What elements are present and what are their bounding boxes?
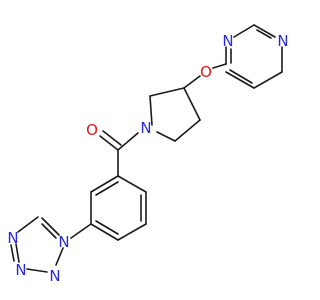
pyrimidine-nitrogen-label: N <box>277 32 288 50</box>
bond <box>41 217 60 236</box>
bond <box>90 223 119 241</box>
bond <box>233 24 255 38</box>
bond <box>256 29 272 39</box>
atom-labels: O N O N N N N N N <box>7 32 288 285</box>
bond <box>70 223 92 239</box>
bond <box>212 63 227 69</box>
bond <box>156 131 176 142</box>
tetrazole-nitrogen-label: N <box>58 233 69 251</box>
bond <box>117 132 139 151</box>
bond <box>117 223 147 241</box>
pyrimidine-nitrogen-label: N <box>222 32 233 50</box>
molecule-diagram: O N O N N N N N N <box>7 24 289 285</box>
bond <box>183 75 201 89</box>
bond <box>102 130 122 146</box>
bond <box>149 95 153 126</box>
bond <box>17 216 39 233</box>
bond <box>253 24 276 38</box>
ether-oxygen-label: O <box>200 63 212 81</box>
tetrazole-nitrogen-label: N <box>7 229 18 247</box>
bond <box>95 181 119 196</box>
bond <box>99 135 119 151</box>
bond <box>174 119 201 142</box>
bond <box>41 223 57 239</box>
pyrrolidine-nitrogen-label: N <box>140 119 151 137</box>
bond <box>183 87 201 121</box>
bond <box>10 244 15 262</box>
bond <box>95 220 119 235</box>
bond <box>15 243 20 263</box>
bonds <box>10 24 283 273</box>
carbonyl-oxygen-label: O <box>86 121 98 139</box>
bond <box>55 247 64 266</box>
bond <box>117 175 147 193</box>
bond <box>225 71 255 89</box>
bond <box>253 71 283 89</box>
tetrazole-nitrogen-label: N <box>49 267 60 285</box>
bond <box>90 175 119 193</box>
bond <box>229 69 253 84</box>
bond <box>149 87 185 97</box>
tetrazole-nitrogen-label: N <box>15 261 26 279</box>
structure-svg: O N O N N N N N N <box>7 24 289 285</box>
bond <box>26 268 48 273</box>
